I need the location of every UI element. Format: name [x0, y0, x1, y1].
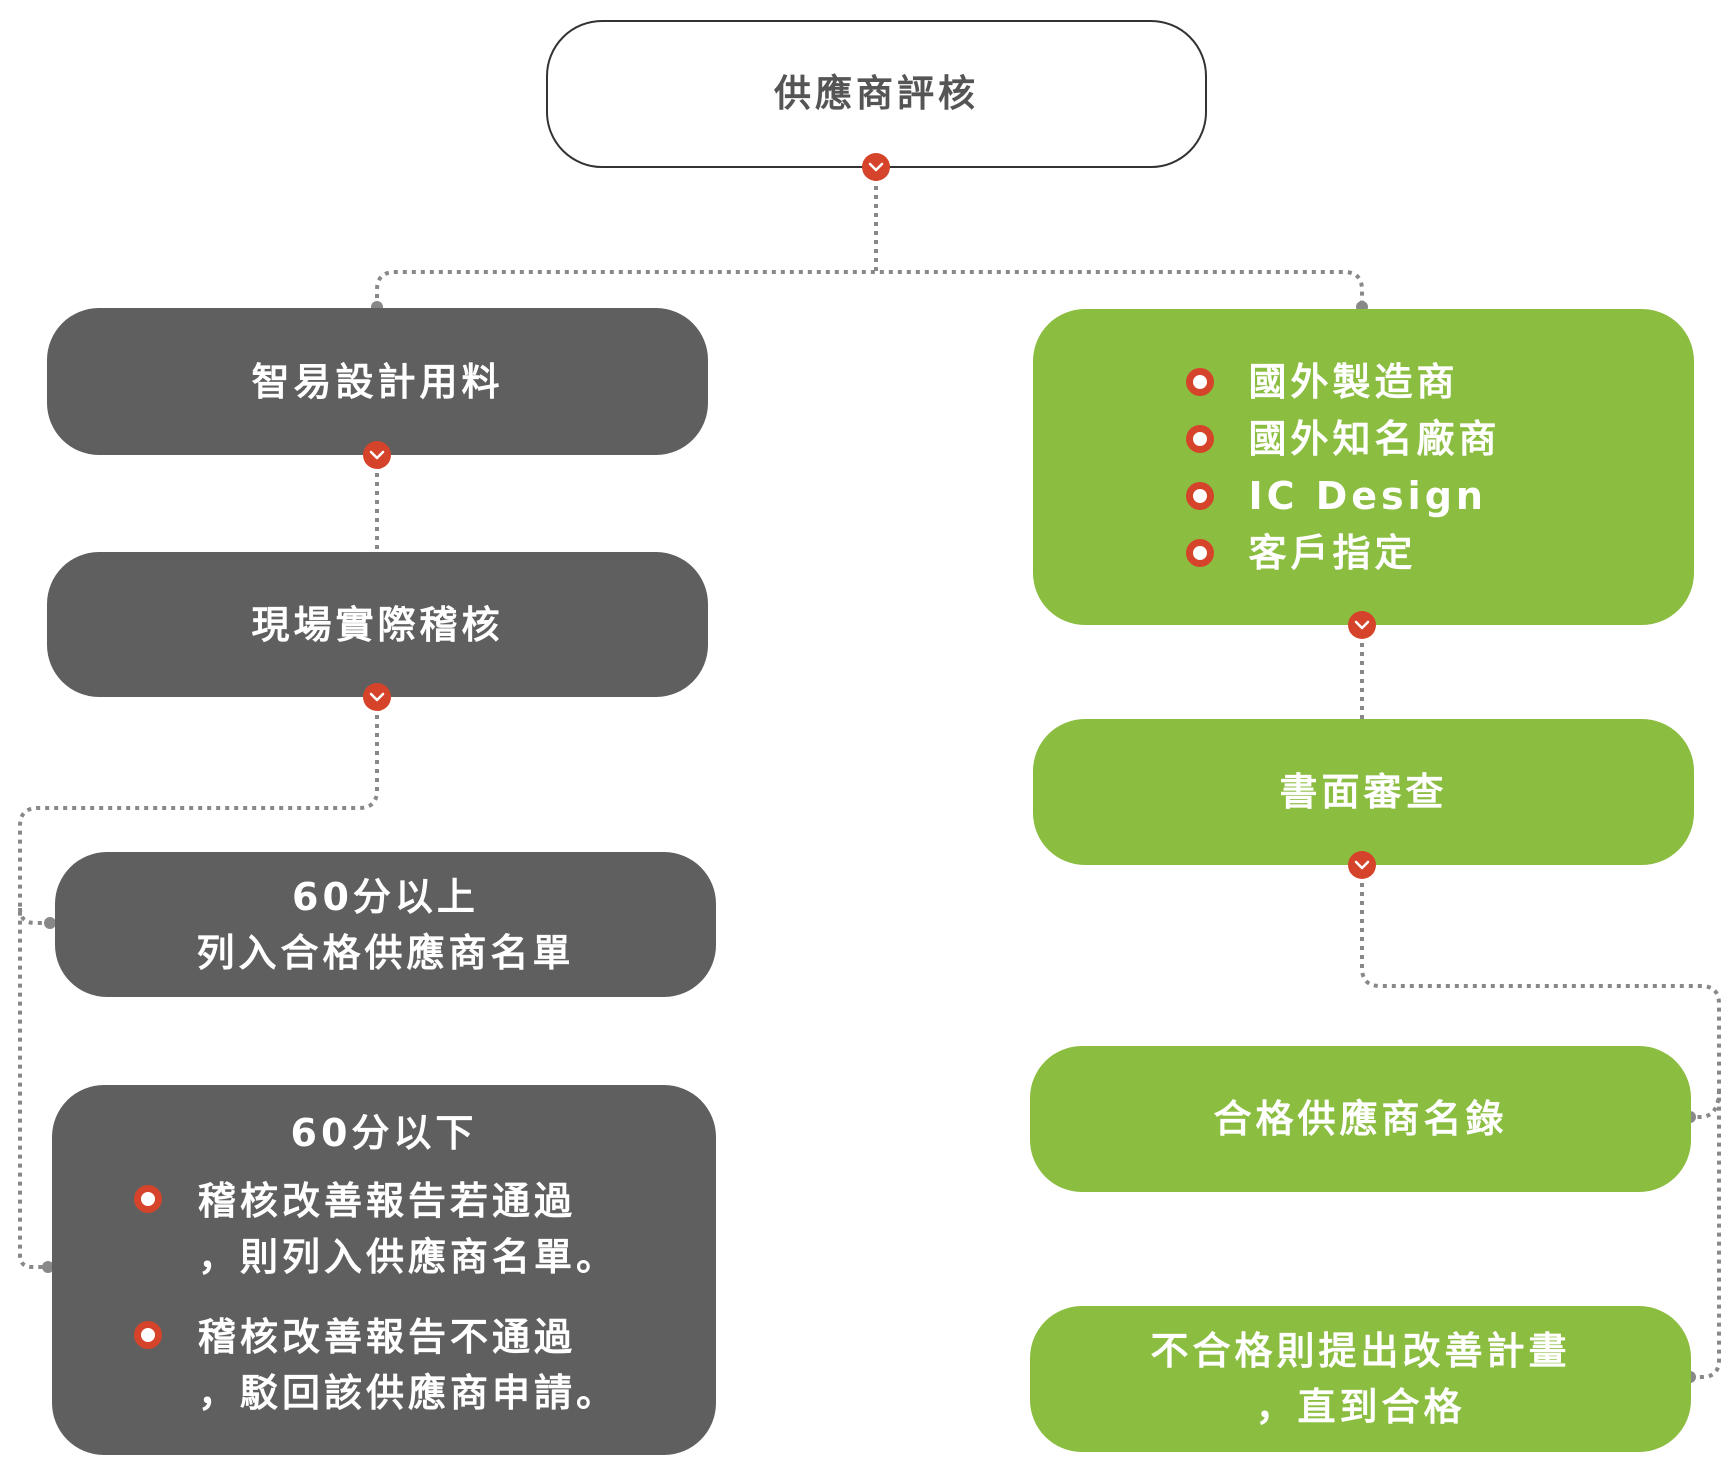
category-bullet-list: 國外製造商 國外知名廠商 IC Design 客戶指定 [1186, 353, 1500, 581]
category-item: IC Design [1186, 467, 1500, 524]
chevron-down-icon [363, 441, 391, 469]
fail-item1-line1: 稽核改善報告若通過 [197, 1179, 576, 1223]
right-box-qualified-list: 合格供應商名錄 [1030, 1046, 1691, 1192]
chevron-down-icon [862, 153, 890, 181]
chevron-down-icon [363, 683, 391, 711]
right-box-supplier-categories: 國外製造商 國外知名廠商 IC Design 客戶指定 [1033, 309, 1694, 625]
fail-item1-line2: ，則列入供應商名單。 [197, 1235, 618, 1279]
bullet-circle-icon [133, 1185, 162, 1213]
right-qualified-branch-connector [1690, 1089, 1721, 1119]
left-box-fail-below-60: 60分以下 稽核改善報告若通過 ，則列入供應商名單。 稽核改善報告不通過 ，駁回… [52, 1085, 716, 1455]
root-label: 供應商評核 [774, 72, 979, 115]
left-box-design-materials: 智易設計用料 [47, 308, 708, 455]
left-box2-label: 現場實際稽核 [251, 602, 504, 647]
right-box-document-review: 書面審查 [1033, 719, 1694, 865]
right-box-improvement-plan: 不合格則提出改善計畫 ，直到合格 [1030, 1306, 1691, 1452]
category-item: 國外知名廠商 [1186, 410, 1500, 467]
left-pass-branch-connector [18, 907, 52, 925]
category-label: 客戶指定 [1248, 530, 1417, 575]
left-box-onsite-audit: 現場實際稽核 [47, 552, 708, 697]
fail-item2-line2: ，駁回該供應商申請。 [197, 1371, 618, 1415]
bullet-circle-icon [133, 1321, 162, 1349]
bullet-circle-icon [1186, 367, 1215, 396]
fail-bullet-item: 稽核改善報告不通過 ，駁回該供應商申請。 [133, 1309, 618, 1421]
pass-line2: 列入合格供應商名單 [196, 930, 575, 975]
category-label: IC Design [1248, 473, 1487, 518]
fail-item2-line1: 稽核改善報告不通過 [197, 1315, 576, 1359]
chevron-down-icon [1348, 851, 1376, 879]
improve-line1: 不合格則提出改善計畫 [1150, 1329, 1571, 1373]
fail-title: 60分以下 [290, 1111, 478, 1155]
left-box1-label: 智易設計用料 [251, 359, 504, 404]
category-item: 客戶指定 [1186, 524, 1500, 581]
improve-line2: ，直到合格 [1255, 1385, 1466, 1429]
fail-bullet-item: 稽核改善報告若通過 ，則列入供應商名單。 [133, 1173, 618, 1285]
left-box-pass-above-60: 60分以上 列入合格供應商名單 [55, 852, 716, 997]
left-box2-down-connector [18, 697, 379, 1269]
chevron-down-icon [1348, 611, 1376, 639]
pass-line1: 60分以上 [292, 874, 479, 919]
root-branch-connector [375, 270, 1364, 307]
connector-node [42, 1261, 54, 1273]
qualified-label: 合格供應商名錄 [1213, 1097, 1508, 1141]
bullet-circle-icon [1186, 538, 1215, 567]
fail-bullet-list: 稽核改善報告若通過 ，則列入供應商名單。 稽核改善報告不通過 ，駁回該供應商申請… [133, 1173, 618, 1421]
review-label: 書面審查 [1279, 770, 1448, 814]
bullet-circle-icon [1186, 424, 1215, 453]
connector-node [44, 917, 56, 929]
bullet-circle-icon [1186, 481, 1215, 510]
category-label: 國外知名廠商 [1248, 416, 1501, 461]
category-item: 國外製造商 [1186, 353, 1500, 410]
category-label: 國外製造商 [1248, 359, 1459, 404]
root-box-supplier-evaluation: 供應商評核 [546, 20, 1207, 168]
